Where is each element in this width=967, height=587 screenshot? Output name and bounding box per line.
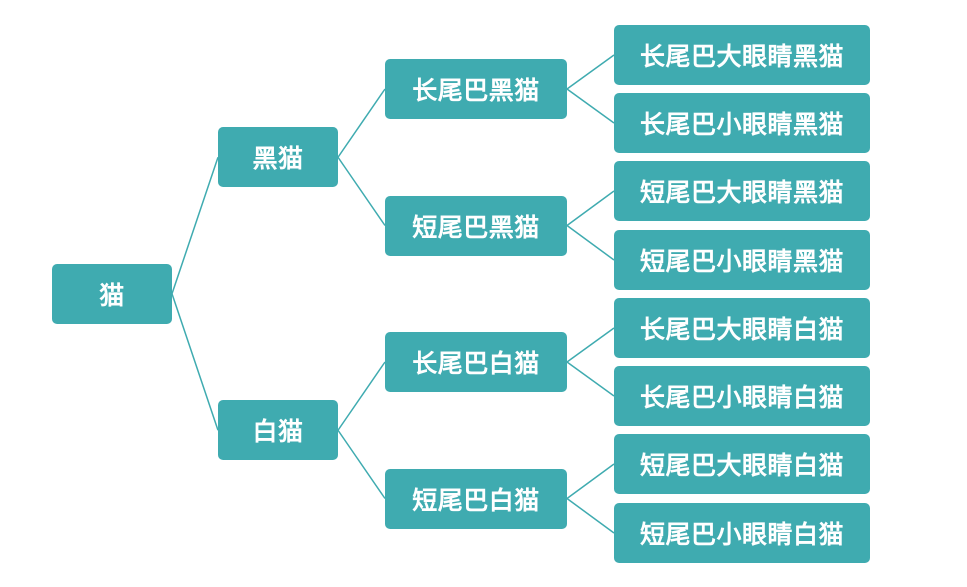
node-level1-black-cat[interactable]: 黑猫 — [218, 127, 338, 188]
node-root[interactable]: 猫 — [52, 263, 172, 324]
connector-line — [337, 156, 386, 226]
node-leaf-long-tail-big-eye-white[interactable]: 长尾巴大眼睛白猫 — [614, 298, 870, 358]
connector-line — [171, 157, 219, 294]
node-leaf-long-tail-small-eye-black[interactable]: 长尾巴小眼睛黑猫 — [614, 93, 870, 153]
connector-line — [566, 463, 615, 500]
node-leaf-long-tail-small-eye-white[interactable]: 长尾巴小眼睛白猫 — [614, 366, 870, 426]
connector-line — [566, 327, 615, 363]
node-level2-short-tail-black[interactable]: 短尾巴黑猫 — [385, 195, 567, 256]
node-level2-long-tail-black[interactable]: 长尾巴黑猫 — [385, 59, 567, 119]
node-leaf-short-tail-big-eye-white[interactable]: 短尾巴大眼睛白猫 — [614, 434, 870, 494]
connector-line — [566, 54, 615, 90]
node-level1-white-cat[interactable]: 白猫 — [218, 400, 338, 461]
connector-line — [337, 88, 386, 158]
connector-line — [171, 293, 219, 431]
connector-line — [566, 224, 615, 261]
connector-line — [566, 497, 615, 534]
node-leaf-short-tail-small-eye-white[interactable]: 短尾巴小眼睛白猫 — [614, 503, 870, 563]
node-leaf-short-tail-small-eye-black[interactable]: 短尾巴小眼睛黑猫 — [614, 230, 870, 290]
connector-line — [566, 88, 615, 124]
connector-line — [337, 429, 386, 499]
node-leaf-short-tail-big-eye-black[interactable]: 短尾巴大眼睛黑猫 — [614, 161, 870, 221]
connector-line — [566, 190, 615, 227]
connector-line — [337, 361, 386, 431]
connector-line — [566, 361, 615, 397]
node-level2-short-tail-white[interactable]: 短尾巴白猫 — [385, 468, 567, 529]
node-leaf-long-tail-big-eye-black[interactable]: 长尾巴大眼睛黑猫 — [614, 25, 870, 85]
node-level2-long-tail-white[interactable]: 长尾巴白猫 — [385, 332, 567, 392]
